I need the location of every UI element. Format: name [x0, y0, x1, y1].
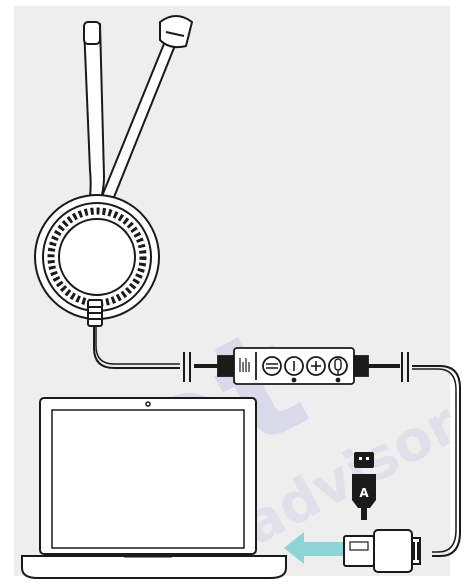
laptop	[21, 397, 287, 579]
connector-type-label: A	[359, 486, 369, 500]
teams-icon	[262, 356, 282, 376]
mic-capsule	[159, 15, 193, 49]
usb-a-label-icon: A	[352, 452, 376, 520]
inline-control	[217, 347, 369, 385]
insert-arrow	[284, 532, 350, 564]
usb-a-plug	[343, 529, 421, 573]
headset	[34, 15, 193, 327]
headband-tip	[83, 21, 101, 45]
mute-icon	[328, 356, 348, 376]
laptop-base	[21, 555, 287, 579]
camera-dot	[145, 401, 151, 407]
laptop-screen	[51, 409, 245, 549]
